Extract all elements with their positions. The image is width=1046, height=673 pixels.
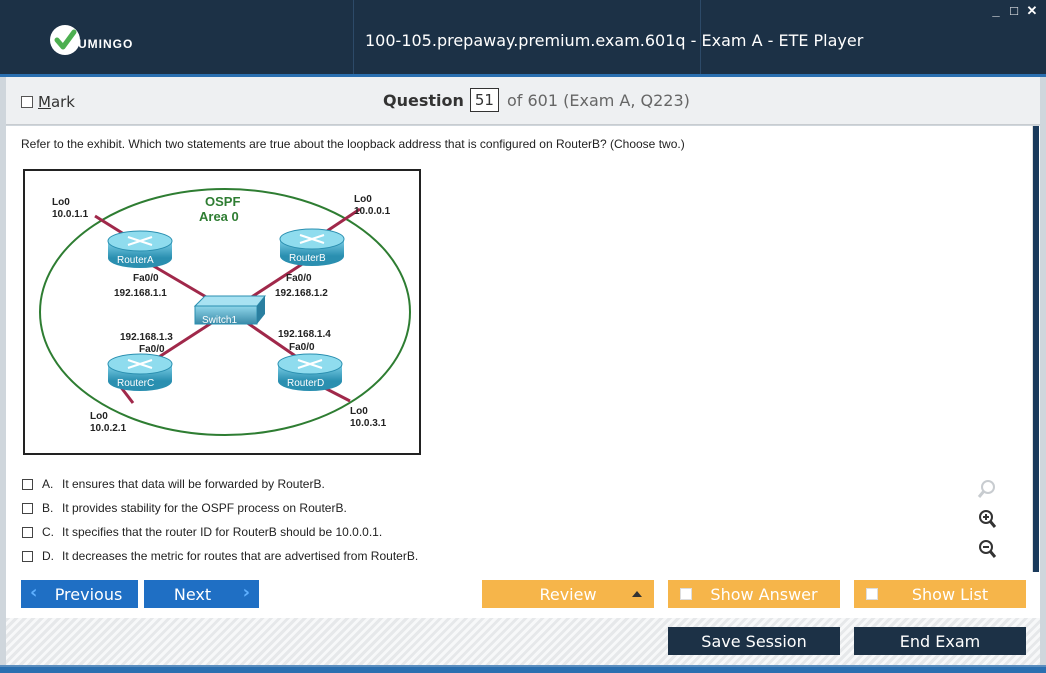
save-session-button[interactable]: Save Session <box>668 627 840 655</box>
router-b-if-ip: 192.168.1.2 <box>275 288 328 299</box>
router-a-lo-ip: 10.0.1.1 <box>52 209 89 220</box>
previous-label: Previous <box>54 584 123 604</box>
show-list-button[interactable]: Show List <box>854 580 1026 608</box>
zoom-in-icon[interactable] <box>974 506 1000 532</box>
answer-option-d[interactable]: D. It decreases the metric for routes th… <box>22 544 418 568</box>
scrollbar-thumb[interactable] <box>1033 126 1039 572</box>
ospf-title: OSPF <box>205 194 240 209</box>
save-session-label: Save Session <box>701 631 807 651</box>
logo-text: UMINGO <box>78 37 134 51</box>
network-diagram: OSPF Area 0 RouterA RouterB RouterC Rout… <box>39 188 411 436</box>
answer-text: It decreases the metric for routes that … <box>62 549 419 563</box>
bottom-accent-line <box>0 665 1046 673</box>
router-d-name: RouterD <box>287 378 324 389</box>
title-divider <box>700 0 701 74</box>
router-a-name: RouterA <box>117 255 154 266</box>
show-answer-label: Show Answer <box>710 584 818 604</box>
ospf-area-title: Area 0 <box>199 209 239 224</box>
router-a-lo-label: Lo0 <box>52 197 70 208</box>
answer-option-b[interactable]: B. It provides stability for the OSPF pr… <box>22 496 418 520</box>
router-d-lo-label: Lo0 <box>350 406 368 417</box>
router-b-icon <box>279 228 345 266</box>
router-d-icon <box>277 353 343 391</box>
review-label: Review <box>539 584 597 604</box>
caret-up-icon <box>632 591 642 597</box>
show-answer-button[interactable]: Show Answer <box>668 580 840 608</box>
router-b-lo-label: Lo0 <box>354 194 372 205</box>
mark-checkbox-box[interactable] <box>21 96 33 108</box>
router-d-if-label: Fa0/0 <box>289 342 315 353</box>
show-list-checkbox[interactable] <box>866 588 878 600</box>
next-label: Next <box>173 584 212 604</box>
router-a-icon <box>107 230 173 268</box>
show-answer-checkbox[interactable] <box>680 588 692 600</box>
mark-label-accesskey: M <box>38 93 51 111</box>
zoom-out-icon[interactable] <box>974 536 1000 562</box>
router-b-name: RouterB <box>289 253 326 264</box>
zoom-controls <box>974 476 1000 566</box>
router-a-if-ip: 192.168.1.1 <box>114 288 167 299</box>
app-logo: UMINGO <box>50 24 133 56</box>
answer-text: It provides stability for the OSPF proce… <box>62 501 347 515</box>
minimize-icon[interactable]: _ <box>992 3 1000 18</box>
answer-letter: A. <box>42 477 54 491</box>
previous-button[interactable]: ‹ Previous <box>21 580 138 608</box>
end-exam-button[interactable]: End Exam <box>854 627 1026 655</box>
question-number-field[interactable]: 51 <box>469 88 499 112</box>
chevron-left-icon: ‹ <box>30 582 38 603</box>
router-c-lo-label: Lo0 <box>90 411 108 422</box>
question-total: of 601 (Exam A, Q223) <box>506 90 690 110</box>
answer-checkbox[interactable] <box>22 478 33 490</box>
checkmark-logo-icon <box>50 25 80 55</box>
close-icon[interactable]: ✕ <box>1026 3 1038 18</box>
router-c-if-label: Fa0/0 <box>139 344 165 355</box>
answer-option-a[interactable]: A. It ensures that data will be forwarde… <box>22 472 418 496</box>
title-bar: UMINGO 100-105.prepaway.premium.exam.601… <box>0 0 1046 77</box>
scrollbar[interactable] <box>1032 126 1040 572</box>
answer-checkbox[interactable] <box>22 550 33 562</box>
exhibit-image: OSPF Area 0 RouterA RouterB RouterC Rout… <box>23 169 421 455</box>
router-b-lo-ip: 10.0.0.1 <box>354 206 391 217</box>
router-d-lo-ip: 10.0.3.1 <box>350 418 387 429</box>
answer-text: It ensures that data will be forwarded b… <box>62 477 325 491</box>
review-button[interactable]: Review <box>482 580 654 608</box>
question-content: Refer to the exhibit. Which two statemen… <box>6 126 1040 572</box>
navigation-bar: ‹ Previous Next › Review Show Answer Sho… <box>6 572 1040 618</box>
zoom-reset-icon[interactable] <box>974 476 1000 502</box>
switch-icon <box>193 295 267 325</box>
answer-text: It specifies that the router ID for Rout… <box>62 525 383 539</box>
question-text: Refer to the exhibit. Which two statemen… <box>21 137 685 151</box>
router-d-if-ip: 192.168.1.4 <box>278 329 331 340</box>
router-b-if-label: Fa0/0 <box>286 273 312 284</box>
router-c-icon <box>107 353 173 391</box>
router-c-lo-ip: 10.0.2.1 <box>90 423 127 434</box>
answer-letter: B. <box>42 501 54 515</box>
switch-name: Switch1 <box>202 315 237 326</box>
answer-option-c[interactable]: C. It specifies that the router ID for R… <box>22 520 418 544</box>
title-divider <box>353 0 354 74</box>
maximize-icon[interactable]: □ <box>1010 3 1018 18</box>
answer-letter: D. <box>42 549 54 563</box>
mark-label: ark <box>50 93 75 111</box>
answer-list: A. It ensures that data will be forwarde… <box>22 472 418 568</box>
router-c-name: RouterC <box>117 378 154 389</box>
window-title: 100-105.prepaway.premium.exam.601q - Exa… <box>365 31 864 50</box>
end-exam-label: End Exam <box>899 631 981 651</box>
answer-checkbox[interactable] <box>22 526 33 538</box>
show-list-label: Show List <box>911 584 989 604</box>
window-controls: _ □ ✕ <box>990 4 1038 18</box>
answer-letter: C. <box>42 525 54 539</box>
question-label: Question <box>383 90 464 110</box>
router-c-if-ip: 192.168.1.3 <box>120 332 173 343</box>
next-button[interactable]: Next › <box>144 580 259 608</box>
answer-checkbox[interactable] <box>22 502 33 514</box>
question-counter: Question 51 of 601 (Exam A, Q223) <box>383 88 690 112</box>
chevron-right-icon: › <box>242 582 250 603</box>
router-a-if-label: Fa0/0 <box>133 273 159 284</box>
bottom-bar: Save Session End Exam <box>6 618 1040 665</box>
ospf-area-boundary <box>39 188 411 436</box>
